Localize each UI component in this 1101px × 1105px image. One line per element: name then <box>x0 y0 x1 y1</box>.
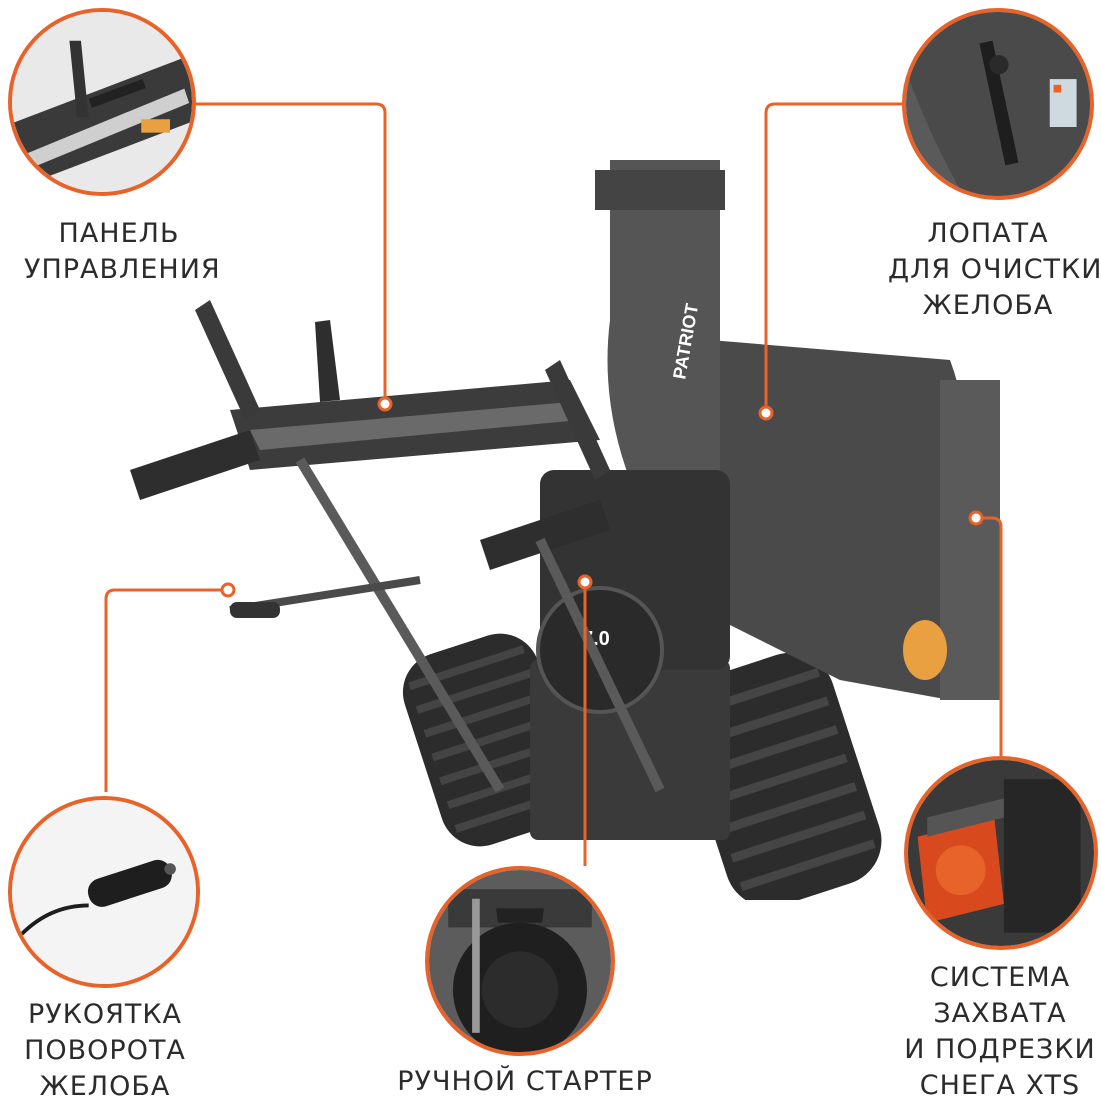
snowblower-illustration: PATRIOT 7.0 <box>130 160 1000 900</box>
label-chute-handle-line-2: ПОВОРОТА <box>24 1035 186 1066</box>
discharge-chute <box>607 160 720 480</box>
chute-handle-closeup <box>8 796 200 988</box>
label-chute-shovel-line-2: ДЛЯ ОЧИСТКИ <box>888 254 1101 285</box>
auger-housing <box>710 340 968 700</box>
chute-shovel-closeup <box>902 8 1094 200</box>
label-chute-shovel-line-1: ЛОПАТА <box>927 218 1049 249</box>
label-control-panel-line-2: УПРАВЛЕНИЯ <box>24 254 221 285</box>
capture-system-closeup <box>904 756 1098 950</box>
crank-handle <box>230 602 280 618</box>
label-capture-system-line-1: СИСТЕМА <box>929 962 1071 993</box>
label-chute-handle-line-1: РУКОЯТКА <box>27 999 183 1030</box>
label-manual-starter: РУЧНОЙ СТАРТЕР <box>380 1064 670 1100</box>
label-capture-system-line-3: И ПОДРЕЗКИ <box>904 1034 1096 1065</box>
control-panel-closeup <box>8 8 196 196</box>
label-chute-shovel-line-3: ЖЕЛОБА <box>922 290 1054 321</box>
label-chute-handle: РУКОЯТКА ПОВОРОТА ЖЕЛОБА <box>10 997 200 1105</box>
label-control-panel-line-1: ПАНЕЛЬ <box>58 218 180 249</box>
label-manual-starter-line-1: РУЧНОЙ СТАРТЕР <box>397 1066 653 1097</box>
engine-recoil <box>536 586 664 714</box>
right-handle <box>480 500 610 570</box>
label-capture-system-line-2: ЗАХВАТА <box>933 998 1067 1029</box>
label-capture-system: СИСТЕМА ЗАХВАТА И ПОДРЕЗКИ СНЕГА XTS <box>900 960 1100 1104</box>
label-chute-shovel: ЛОПАТА ДЛЯ ОЧИСТКИ ЖЕЛОБА <box>888 216 1101 324</box>
label-capture-system-line-4: СНЕГА XTS <box>919 1070 1081 1101</box>
label-control-panel: ПАНЕЛЬ УПРАВЛЕНИЯ <box>24 216 221 288</box>
left-handle <box>130 430 260 500</box>
label-chute-handle-line-3: ЖЕЛОБА <box>39 1071 171 1102</box>
manual-starter-closeup <box>425 866 615 1056</box>
